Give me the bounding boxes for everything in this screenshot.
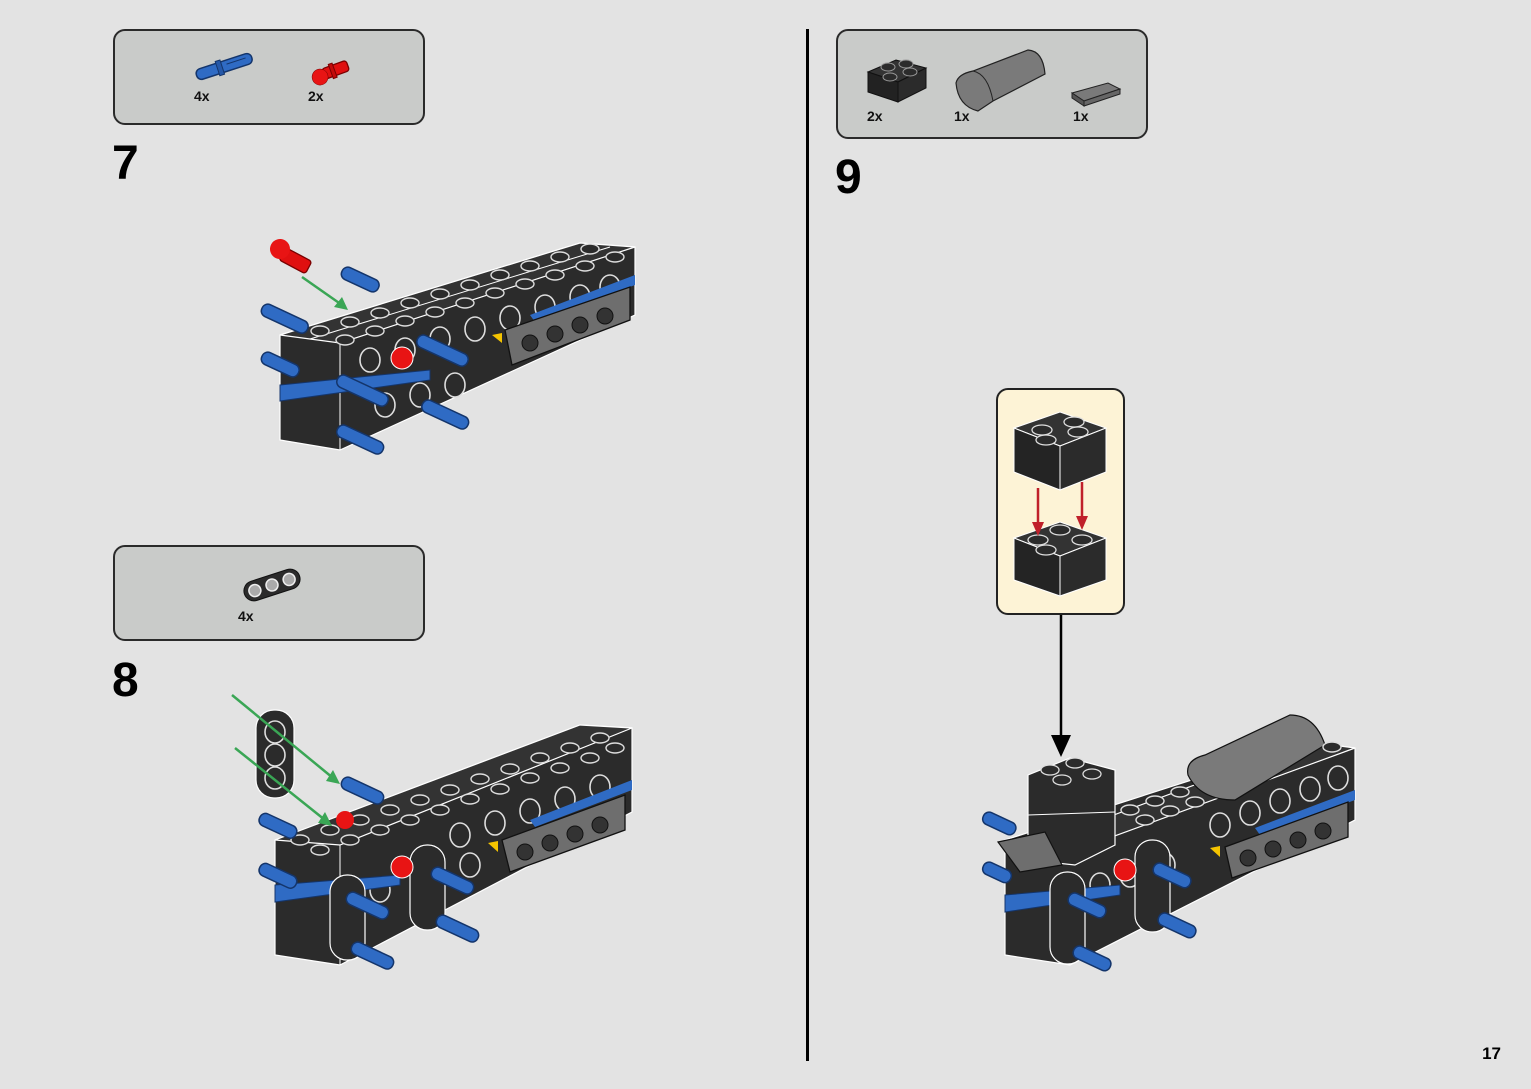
- page-divider: [806, 29, 809, 1061]
- step-number: 7: [112, 137, 139, 190]
- gray-curved-slope: [1187, 714, 1326, 801]
- gray-1x2-tile: [996, 831, 1063, 873]
- part-qty: 1x: [954, 108, 970, 124]
- part-qty: 2x: [308, 88, 324, 104]
- part-qty: 1x: [1073, 108, 1089, 124]
- step-7-assembly-illustration: [260, 239, 636, 455]
- page-number: 17: [1482, 1044, 1501, 1063]
- blue-technic-pin-icon: [195, 52, 253, 81]
- placement-arrow: [1051, 615, 1071, 757]
- stacked-2x2-bricks-illustration: [1012, 411, 1108, 597]
- part-qty: 4x: [238, 608, 254, 624]
- part-qty: 4x: [194, 88, 210, 104]
- step-9-assembly-illustration: [981, 714, 1356, 972]
- step-number: 9: [835, 151, 862, 204]
- blue-pins: [260, 266, 470, 455]
- step-9-parts-list: 2x 1x 1x: [836, 29, 1148, 139]
- part-qty: 2x: [867, 108, 883, 124]
- black-2x2-brick-icon: [866, 59, 928, 103]
- gray-1x2-tile-icon: [1070, 82, 1122, 107]
- green-insert-arrow: [231, 694, 334, 821]
- green-insert-arrow: [301, 275, 343, 307]
- step-7-parts-list: 4x 2x: [113, 29, 425, 125]
- red-ball-pin-icon: [311, 60, 350, 86]
- gray-curved-slope-icon: [955, 49, 1046, 112]
- step-number: 8: [112, 654, 139, 707]
- step-8-assembly-illustration: [231, 694, 633, 970]
- red-stack-arrow: [1036, 482, 1084, 528]
- step-8-parts-list: 4x: [113, 545, 425, 641]
- blue-pins: [258, 776, 480, 970]
- red-ball-pin: [269, 239, 312, 274]
- sub-assembly-callout: [996, 388, 1125, 615]
- blue-pins: [981, 811, 1197, 972]
- black-3-hole-beam-icon: [243, 568, 301, 602]
- black-3-hole-beam: [409, 844, 446, 931]
